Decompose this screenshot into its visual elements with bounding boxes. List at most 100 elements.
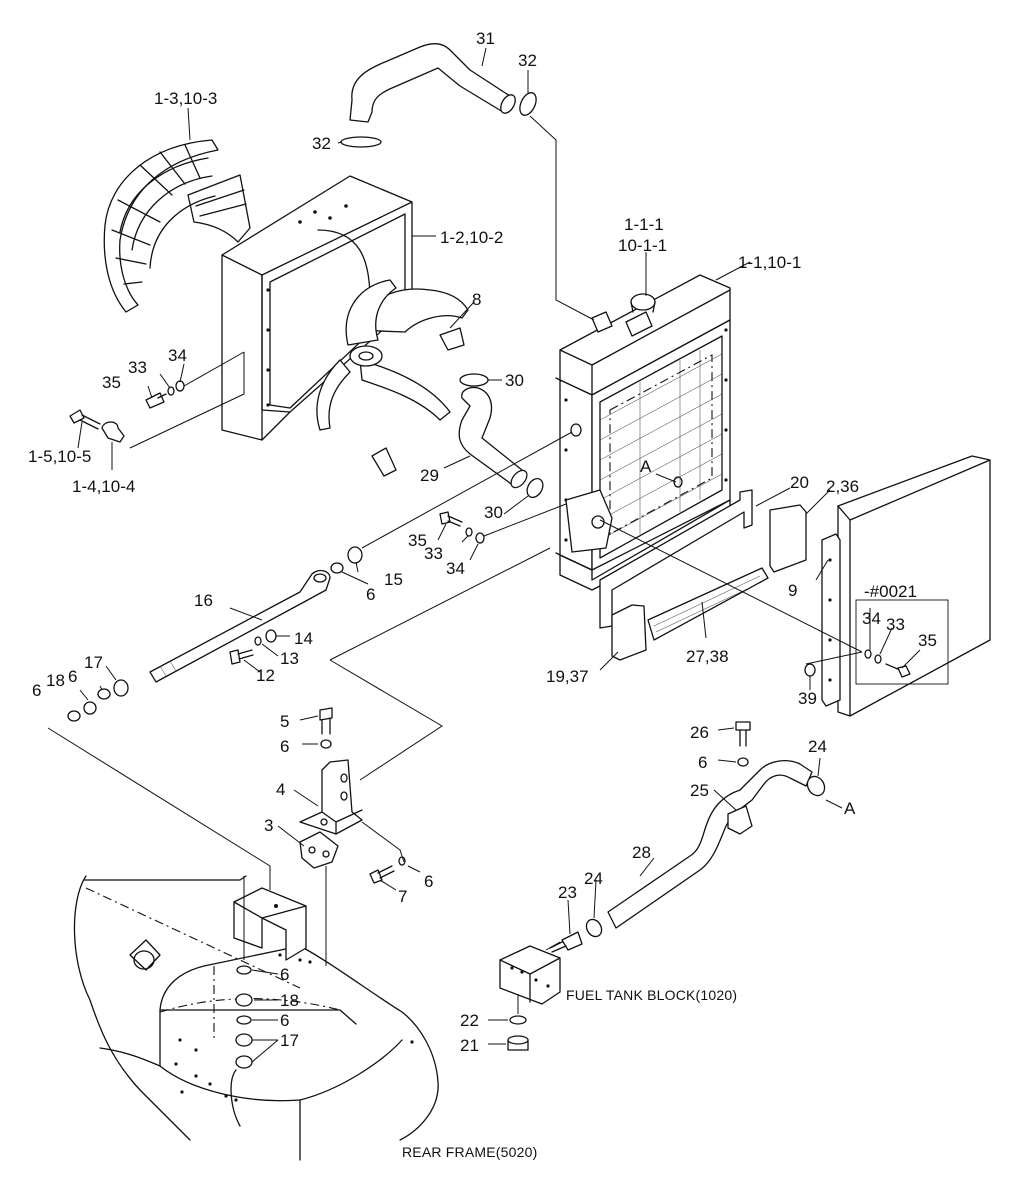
- washer-33-right: [874, 654, 882, 664]
- frame-bracket: [233, 887, 307, 961]
- callout-1-3: 1-3,10-3: [154, 89, 217, 108]
- caption-fuel-tank-block: FUEL TANK BLOCK(1020): [566, 987, 737, 1003]
- callout-8: 8: [472, 290, 481, 309]
- callout-13: 13: [280, 649, 299, 668]
- washer-6-frame-1: [236, 965, 252, 975]
- nut-17-frame-1: [235, 1033, 253, 1047]
- bracket-1-4: [101, 421, 125, 443]
- serial-range-box: [855, 599, 949, 685]
- callout-6-frame-2: 6: [280, 1011, 289, 1030]
- connector-23: [549, 931, 583, 953]
- bolt-35-left: [145, 392, 167, 409]
- bolt-5: [319, 707, 333, 735]
- callout-19-37: 19,37: [546, 667, 589, 686]
- callout-1-5: 1-5,10-5: [28, 447, 91, 466]
- clamp-30-top: [459, 373, 489, 387]
- callout-5: 5: [280, 712, 289, 731]
- callout-33-middle: 33: [424, 544, 443, 563]
- washer-18-frame: [235, 993, 253, 1007]
- callout-18-left: 18: [46, 671, 65, 690]
- callout-22: 22: [460, 1011, 479, 1030]
- bolt-26: [735, 721, 751, 747]
- callout-35-right: 35: [918, 631, 937, 650]
- clamp-30-bottom: [526, 478, 544, 498]
- callout-6-rod: 6: [366, 585, 375, 604]
- nut-17-left: [113, 679, 129, 697]
- callout-24-lower: 24: [584, 869, 603, 888]
- callout-34-right: 34: [862, 609, 881, 628]
- nut-24-lower: [585, 918, 603, 938]
- fuel-tank-block: [499, 945, 561, 1005]
- radiator-1-1: [555, 274, 731, 591]
- seal-19-37: [611, 604, 647, 661]
- fan-8: [316, 279, 469, 477]
- leader-lines: [47, 47, 921, 1063]
- radiator-cap-1-1-1: [625, 293, 656, 337]
- callout-24-upper: 24: [808, 737, 827, 756]
- plate-3: [299, 831, 339, 869]
- bolt-12: [229, 649, 254, 665]
- callout-12: 12: [256, 666, 275, 685]
- bracket-4: [299, 759, 363, 835]
- callout-21: 21: [460, 1036, 479, 1055]
- callout-6-left-2: 6: [68, 667, 77, 686]
- washer-13: [254, 636, 262, 646]
- plug-21: [507, 1035, 529, 1051]
- washer-33-middle: [465, 527, 473, 537]
- callout-26: 26: [690, 723, 709, 742]
- callout-6-bracket: 6: [280, 737, 289, 756]
- bolt-1-5: [69, 409, 101, 430]
- washer-6-rod: [330, 562, 344, 574]
- callout-1-1: 1-1,10-1: [738, 253, 801, 272]
- seal-20: [599, 489, 753, 629]
- bolt-35-middle: [439, 511, 463, 527]
- callout-1-2: 1-2,10-2: [440, 228, 503, 247]
- clamp-25: [727, 805, 753, 835]
- callout-27-38: 27,38: [686, 647, 729, 666]
- callout-32-left: 32: [312, 134, 331, 153]
- callout-6-fuel: 6: [698, 753, 707, 772]
- callout-labels: 31 32 32 1-3,10-3 1-2,10-2 1-1-1 10-1-1 …: [28, 29, 937, 1055]
- nut-24-upper: [806, 775, 826, 797]
- callout-17-frame: 17: [280, 1031, 299, 1050]
- callout-9: 9: [788, 581, 797, 600]
- nut-17-frame-2: [235, 1055, 253, 1069]
- callout-0021: -#0021: [864, 582, 917, 601]
- callout-2-36: 2,36: [826, 477, 859, 496]
- callout-16: 16: [194, 591, 213, 610]
- callout-30-bottom: 30: [484, 503, 503, 522]
- callout-14: 14: [294, 629, 313, 648]
- callout-A-radiator: A: [640, 457, 652, 476]
- washer-14: [265, 629, 277, 643]
- callout-34-left: 34: [168, 346, 187, 365]
- washer-34-left: [175, 380, 185, 392]
- washer-6-fuel: [737, 757, 749, 767]
- callout-3: 3: [264, 816, 273, 835]
- rear-frame: [73, 875, 439, 1161]
- callout-31: 31: [476, 29, 495, 48]
- clamp-32-top: [519, 92, 537, 116]
- nut-15: [347, 546, 363, 564]
- washer-34-middle: [475, 532, 485, 544]
- callout-6-bolt7: 6: [424, 872, 433, 891]
- callout-10-1-1: 10-1-1: [618, 236, 667, 255]
- washer-6-frame-2: [236, 1015, 252, 1025]
- bolt-7: [369, 865, 395, 884]
- shroud-1-2: [221, 175, 413, 441]
- seal-27-38: [647, 567, 769, 641]
- callout-7: 7: [398, 887, 407, 906]
- callout-A-fuel: A: [844, 799, 856, 818]
- washer-6-bracket: [320, 739, 332, 749]
- callout-29: 29: [420, 466, 439, 485]
- washer-33-left: [167, 386, 175, 396]
- callout-35-left: 35: [102, 373, 121, 392]
- callout-1-1-1: 1-1-1: [624, 215, 664, 234]
- seal-2-36: [769, 504, 807, 573]
- fuel-hose-28: [607, 759, 813, 929]
- washer-6-left-2: [97, 688, 111, 700]
- washer-22: [509, 1015, 527, 1025]
- lower-hose-29: [458, 386, 528, 489]
- caption-rear-frame: REAR FRAME(5020): [402, 1144, 537, 1160]
- fan-guard-1-3: [103, 139, 251, 313]
